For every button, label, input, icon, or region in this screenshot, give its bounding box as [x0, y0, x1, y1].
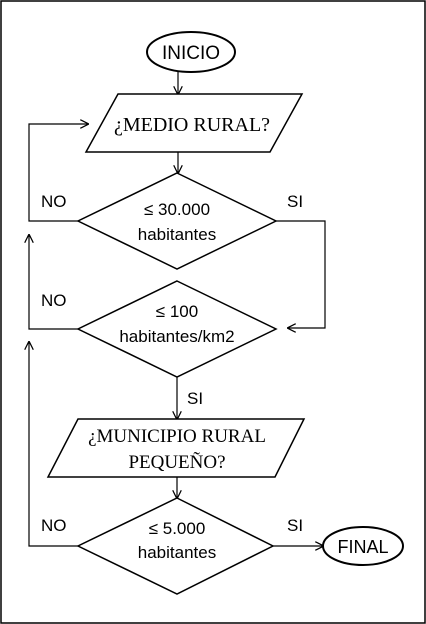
decision-5000-line2: habitantes	[138, 543, 216, 562]
decision-5000-no-label: NO	[41, 516, 67, 535]
flow-arrow-no-loop	[29, 342, 78, 547]
question-medio-rural	[84, 93, 304, 153]
question-municipio-line2: PEQUEÑO?	[128, 451, 225, 473]
end-label: FINAL	[337, 537, 388, 557]
start-terminal	[146, 31, 236, 73]
end-terminal	[322, 526, 404, 566]
decision-5000-habitantes	[76, 497, 275, 595]
decision-100-line2: habitantes/km2	[119, 327, 234, 346]
question-medio-rural-label: ¿MEDIO RURAL?	[114, 114, 270, 136]
decision-100-line1: ≤ 100	[156, 302, 198, 321]
decision-30000-no-label: NO	[41, 192, 67, 211]
flow-arrow-yes	[276, 220, 326, 328]
decision-5000-line1: ≤ 5.000	[149, 519, 206, 538]
decision-30000-habitantes	[76, 172, 278, 270]
start-label: INICIO	[162, 43, 220, 64]
question-municipio-line1: ¿MUNICIPIO RURAL	[88, 426, 266, 447]
decision-5000-yes-label: SI	[287, 516, 303, 535]
flow-arrow-no-loop	[28, 124, 88, 222]
decision-100-no-label: NO	[41, 291, 67, 310]
question-municipio-rural-pequeno	[46, 418, 306, 478]
decision-30000-line1: ≤ 30.000	[144, 200, 210, 219]
decision-30000-line2: habitantes	[138, 225, 216, 244]
flow-arrow-no-loop	[29, 235, 78, 330]
decision-100-yes-label: SI	[187, 389, 203, 408]
decision-30000-yes-label: SI	[287, 192, 303, 211]
